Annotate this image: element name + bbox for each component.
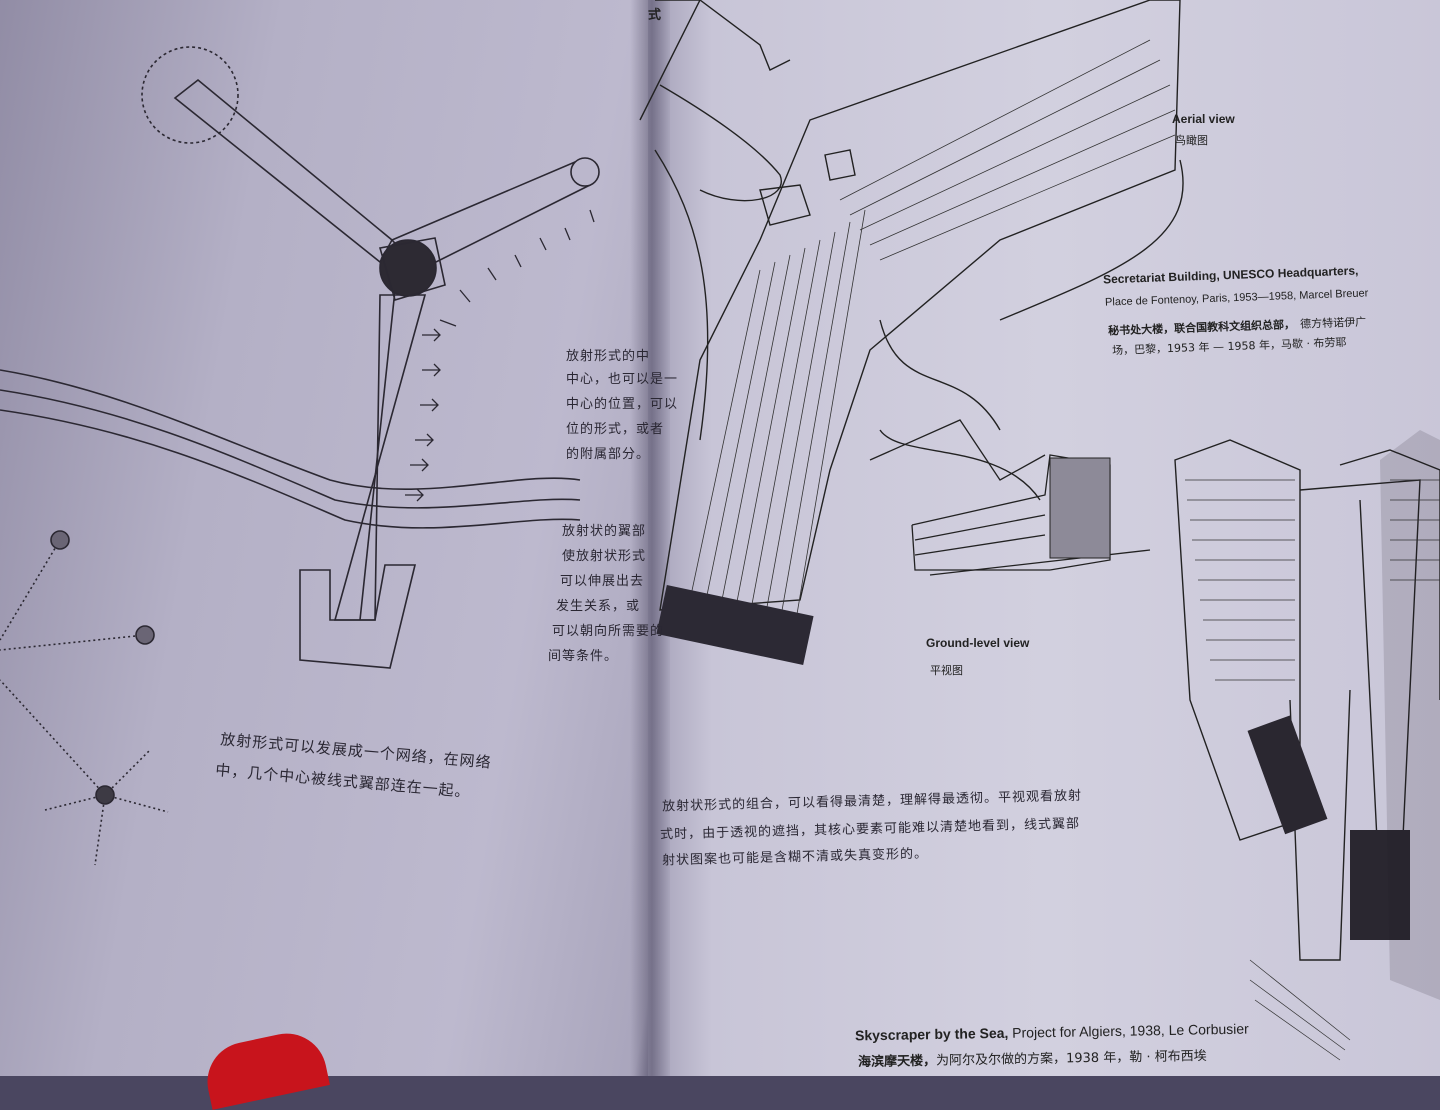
right-page [648,0,1440,1076]
left-page [0,0,660,1076]
skyscraper-title-bold: Skyscraper by the Sea, [854,1024,1009,1044]
aerial-view-label: Aerial view [1172,112,1235,126]
side-text-line: 中心的位置，可以 [566,397,679,412]
unesco-facade-hatching [689,39,1176,627]
architectural-drawings [0,0,1440,1061]
skyscraper-title-rest: Project for Algiers, 1938, Le Corbusier [1008,1020,1249,1041]
book-spine [630,0,670,1076]
side-text-line: 中心，也可以是一 [566,372,679,387]
side-text-line: 位的形式，或者 [566,422,665,437]
aerial-view-label-zh: 鸟瞰图 [1175,134,1208,147]
ground-view-label-zh: 平视图 [930,664,963,677]
skyscraper-hatching [1185,479,1440,1061]
side-text-line: 间等条件。 [548,649,619,664]
unesco-subtitle-zh-1: 德方特诺伊广 [1299,315,1367,331]
skyscraper-title-zh-bold: 海滨摩天楼， [857,1053,937,1071]
side-text-line: 的附属部分。 [566,447,651,462]
ground-view-label: Ground-level view [926,636,1030,650]
side-text-line: 放射形式的中 [566,349,651,364]
side-text-line: 放射状的翼部 [562,524,647,539]
side-text-line: 使放射状形式 [562,549,647,564]
unesco-aerial-drawing [639,0,1184,611]
radial-plan-drawing [0,46,600,866]
side-text-line: 可以朝向所需要的 [552,624,665,639]
side-text-line: 可以伸展出去 [560,574,645,589]
side-text-line: 发生关系，或 [556,599,641,614]
header-fragment: 式 [648,7,662,22]
